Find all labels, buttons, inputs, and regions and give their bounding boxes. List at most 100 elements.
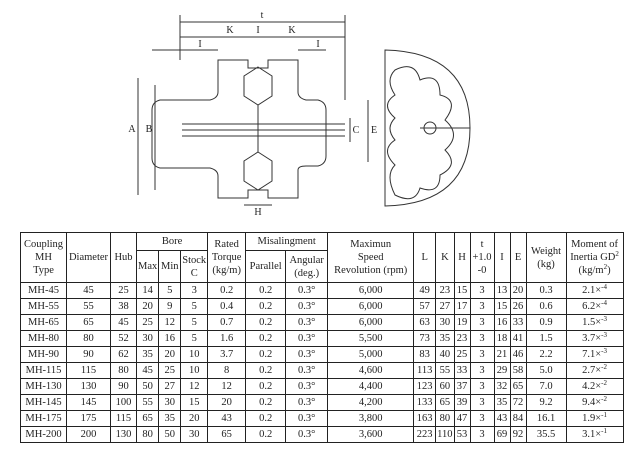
table-cell: 0.2: [245, 394, 287, 411]
table-cell: 3: [469, 298, 495, 315]
table-cell: 25: [453, 346, 471, 363]
table-cell: 0.2: [245, 282, 287, 299]
header-coupling: Coupling MH Type: [20, 232, 67, 283]
table-cell: 65: [66, 314, 111, 331]
dim-label-a: A: [128, 124, 136, 135]
table-cell: 33: [509, 314, 527, 331]
table-cell: 60: [435, 378, 455, 395]
table-cell: 5,500: [327, 330, 415, 347]
table-cell: 27: [158, 378, 182, 395]
table-cell: 55: [435, 362, 455, 379]
table-cell: 58: [509, 362, 527, 379]
table-cell: 0.2: [245, 330, 287, 347]
table-cell: 30: [435, 314, 455, 331]
dim-label-k-left: K: [226, 25, 234, 36]
header-angular: Angular (deg.): [285, 250, 329, 283]
table-cell: 16: [158, 330, 182, 347]
table-cell: 80: [435, 410, 455, 427]
table-cell: 0.9: [525, 314, 567, 331]
table-cell: 5: [180, 314, 209, 331]
table-cell: 1.5×-3: [565, 314, 624, 331]
table-cell: 2.7×-2: [565, 362, 624, 379]
table-cell: 7.1×-3: [565, 346, 624, 363]
table-cell: 0.3°: [285, 282, 329, 299]
table-cell: 0.4: [207, 298, 247, 315]
table-cell: 3,800: [327, 410, 415, 427]
table-cell: 9.4×-2: [565, 394, 624, 411]
table-cell: 3.7×-3: [565, 330, 624, 347]
table-cell: 0.3°: [285, 426, 329, 443]
table-cell: 0.3°: [285, 362, 329, 379]
table-cell: 113: [413, 362, 437, 379]
table-cell: 6.2×-4: [565, 298, 624, 315]
table-cell: 0.3°: [285, 346, 329, 363]
table-cell: 10: [180, 346, 209, 363]
table-cell: 12: [207, 378, 247, 395]
table-cell: 4,400: [327, 378, 415, 395]
table-cell: 25: [110, 282, 137, 299]
table-cell: 8: [207, 362, 247, 379]
table-cell: 50: [158, 426, 182, 443]
header-k: K: [435, 232, 455, 283]
table-cell: 45: [66, 282, 111, 299]
table-cell: 12: [158, 314, 182, 331]
dim-label-i-left: I: [198, 39, 201, 50]
dim-label-h: H: [254, 207, 261, 218]
table-cell: 0.3°: [285, 378, 329, 395]
table-cell: 5: [158, 282, 182, 299]
header-misalignment: Misalingment: [245, 232, 329, 251]
table-cell: 223: [413, 426, 437, 443]
table-cell: 17: [453, 298, 471, 315]
table-cell: 4,200: [327, 394, 415, 411]
table-cell: 80: [110, 362, 137, 379]
table-cell: 130: [110, 426, 137, 443]
header-e: E: [509, 232, 527, 283]
table-cell: 16.1: [525, 410, 567, 427]
table-cell: 47: [453, 410, 471, 427]
table-cell: 18: [493, 330, 511, 347]
table-cell: 6,000: [327, 282, 415, 299]
table-cell: 53: [453, 426, 471, 443]
table-cell: 1.6: [207, 330, 247, 347]
table-cell: 9: [158, 298, 182, 315]
dim-label-c: C: [353, 125, 360, 136]
table-cell: 15: [453, 282, 471, 299]
table-cell: 130: [66, 378, 111, 395]
table-cell: 84: [509, 410, 527, 427]
table-cell: 33: [453, 362, 471, 379]
table-cell: 2.1×-4: [565, 282, 624, 299]
table-cell: 35.5: [525, 426, 567, 443]
table-cell: 32: [493, 378, 511, 395]
table-cell: 15: [493, 298, 511, 315]
table-cell: 25: [158, 362, 182, 379]
table-cell: 27: [435, 298, 455, 315]
header-hub: Hub: [110, 232, 137, 283]
table-cell: 163: [413, 410, 437, 427]
table-cell: 0.2: [245, 426, 287, 443]
dim-label-t: t: [261, 10, 264, 21]
table-cell: 30: [180, 426, 209, 443]
table-cell: 5: [180, 298, 209, 315]
table-cell: 26: [509, 298, 527, 315]
table-cell: 43: [493, 410, 511, 427]
table-cell: 35: [158, 410, 182, 427]
dim-label-b: B: [146, 124, 153, 135]
table-cell: 12: [180, 378, 209, 395]
table-cell: 0.3°: [285, 410, 329, 427]
table-cell: 5: [180, 330, 209, 347]
table-cell: 3: [469, 410, 495, 427]
table-cell: 4.2×-2: [565, 378, 624, 395]
table-cell: 69: [493, 426, 511, 443]
table-cell: 23: [453, 330, 471, 347]
table-cell: 30: [158, 394, 182, 411]
table-cell: 13: [493, 282, 511, 299]
table-cell: MH-65: [20, 314, 67, 331]
table-cell: 0.2: [207, 282, 247, 299]
table-cell: 0.2: [245, 298, 287, 315]
table-cell: 92: [509, 426, 527, 443]
dim-label-i-right: I: [316, 39, 319, 50]
table-cell: 65: [135, 410, 160, 427]
